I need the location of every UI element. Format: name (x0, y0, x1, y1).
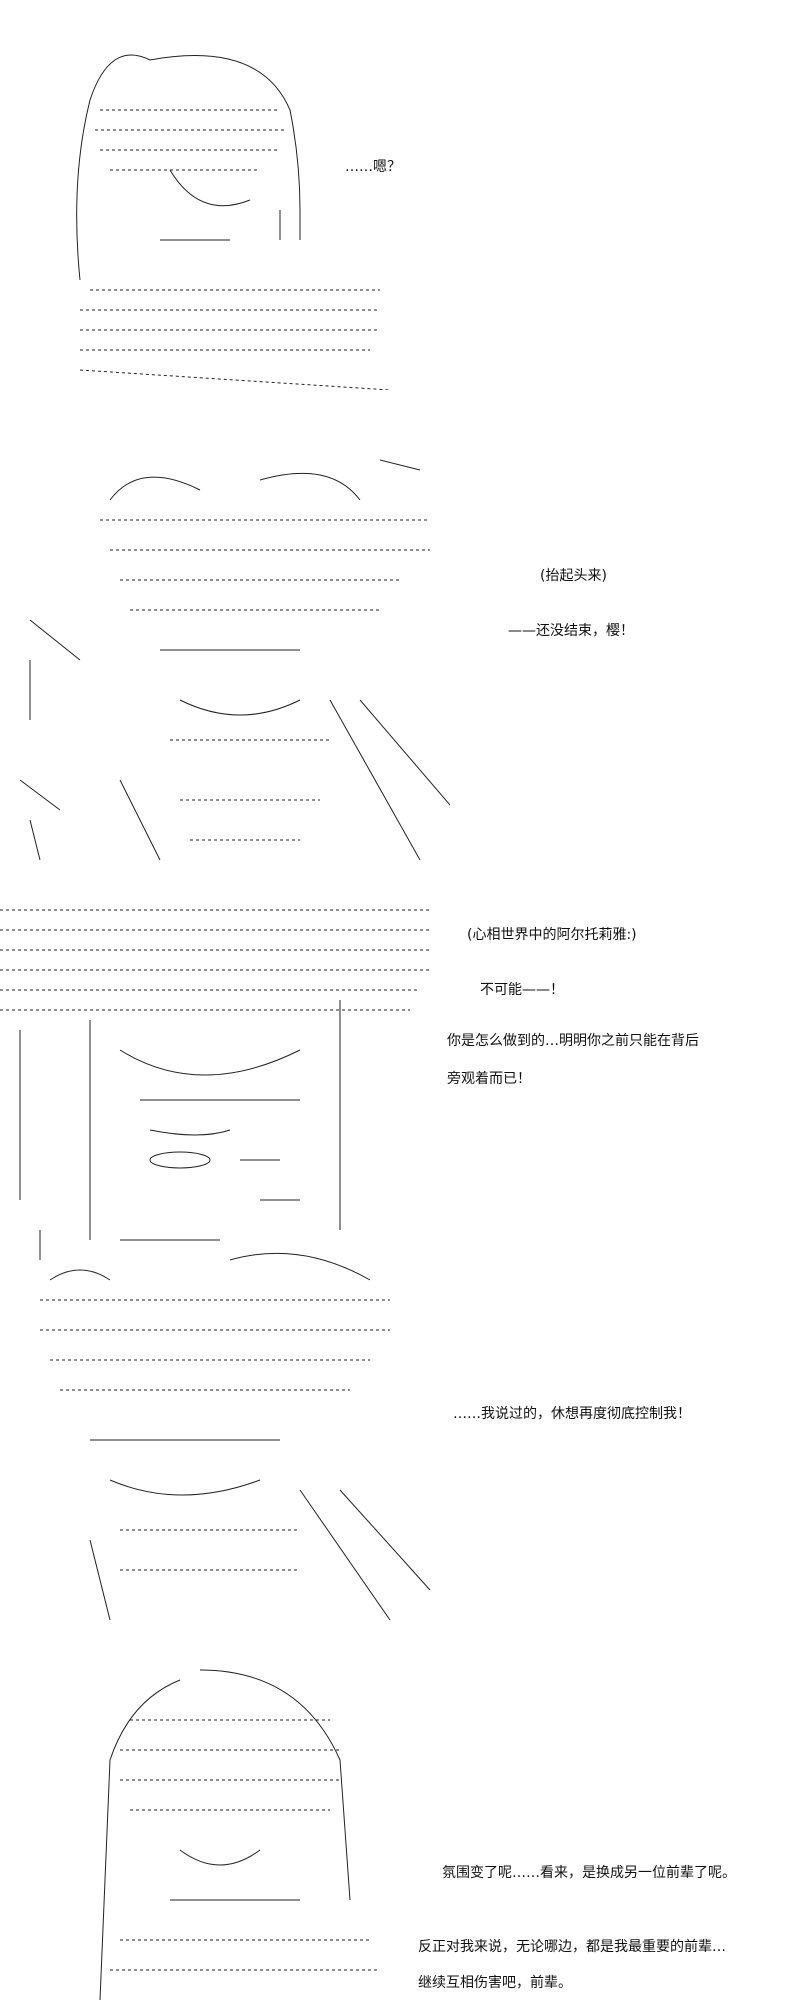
ascii-art-figure-4 (40, 1252, 431, 1620)
ascii-art-figure-5 (99, 1669, 380, 2000)
ascii-art-figure-1 (76, 54, 391, 390)
dialogue-line: 你是怎么做到的…明明你之前只能在背后 (447, 1033, 699, 1049)
dialogue-line: ……我说过的，休想再度彻底控制我！ (453, 1406, 691, 1422)
ascii-art-figure-2 (19, 459, 450, 861)
dialogue-line: 不可能——！ (480, 982, 564, 998)
dialogue-line: 继续互相伤害吧，前辈。 (418, 1975, 572, 1991)
dialogue-line: 氛围变了呢……看来，是换成另一位前辈了呢。 (442, 1865, 736, 1881)
dialogue-line: ——还没结束，樱！ (508, 623, 634, 639)
dialogue-line: (抬起头来) (540, 568, 607, 584)
ascii-art-figure-3 (0, 909, 430, 1260)
dialogue-line: ……嗯？ (345, 159, 401, 175)
dialogue-line: 旁观着而已！ (447, 1071, 531, 1087)
dialogue-line: (心相世界中的阿尔托莉雅:) (467, 927, 637, 943)
dialogue-line: 反正对我来说，无论哪边，都是我最重要的前辈… (418, 1939, 726, 1955)
